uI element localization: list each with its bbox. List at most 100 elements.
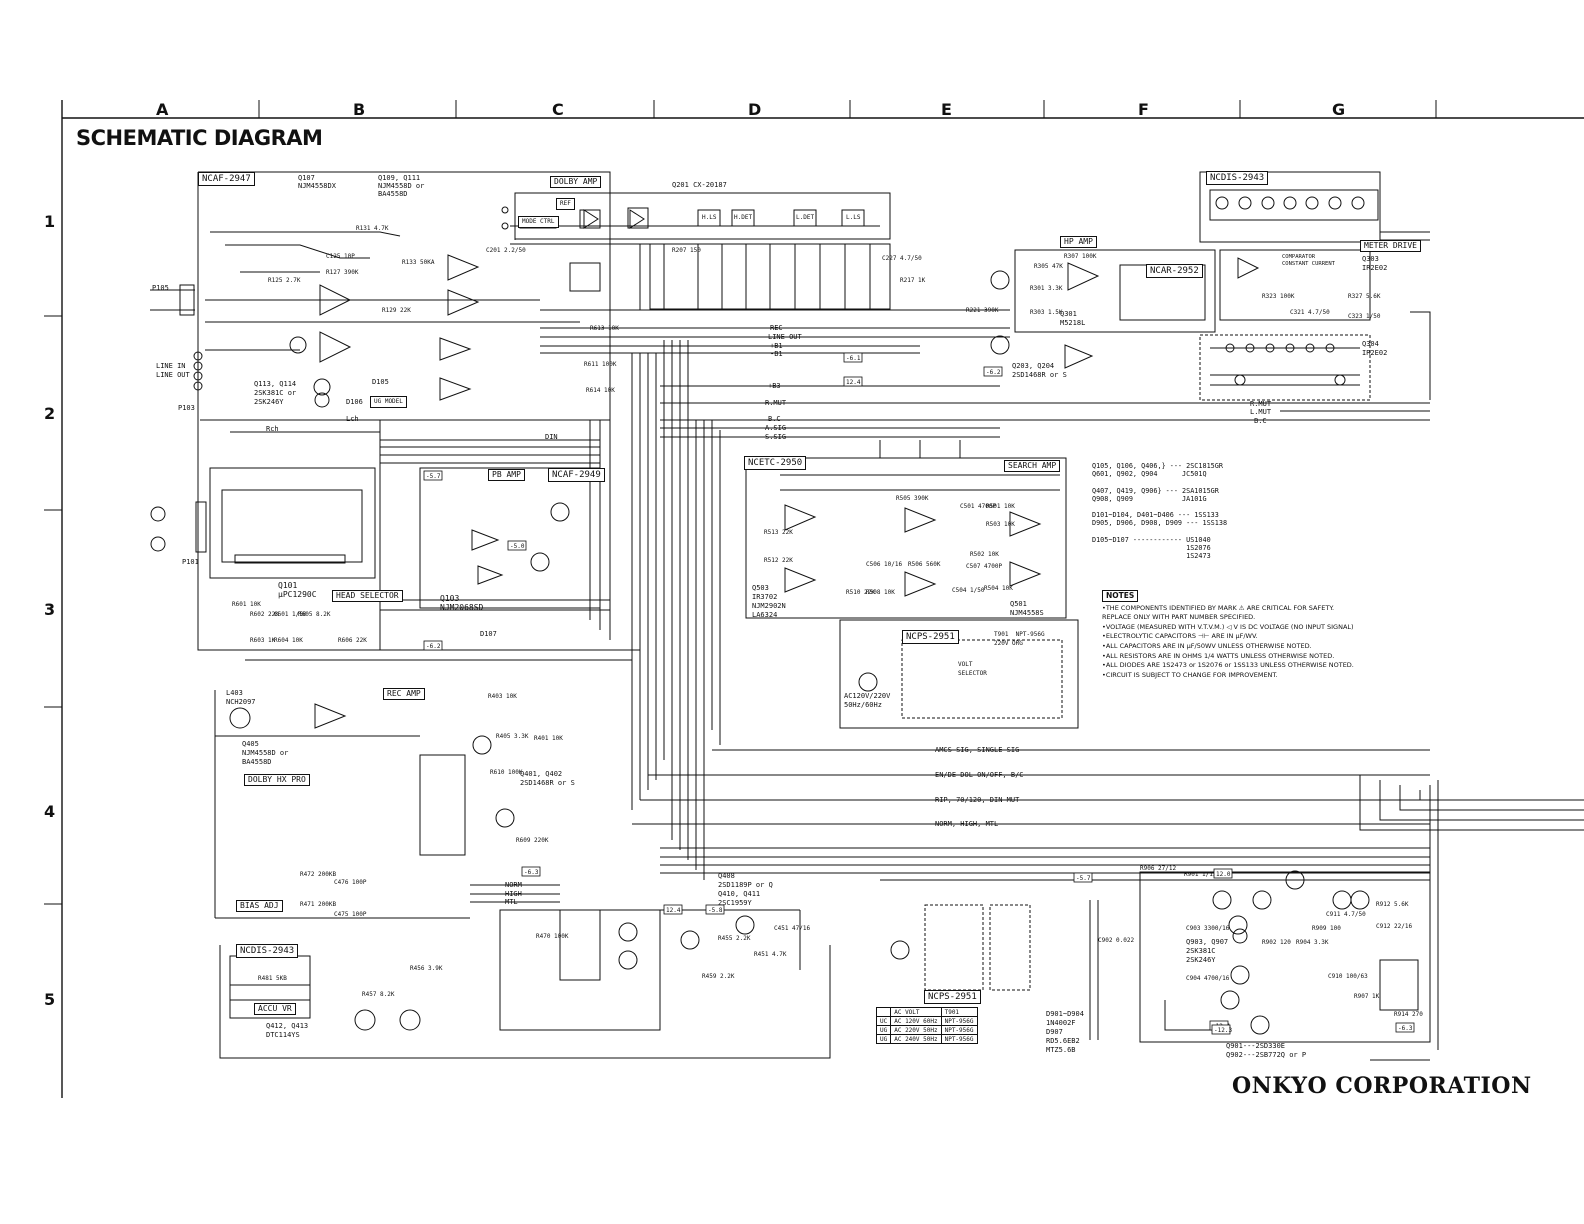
signal-enide: EN/DE DOL ON/OFF, B/C — [935, 771, 1024, 779]
ref-c911: C911 4.7/50 — [1326, 911, 1366, 918]
table-cell: AC 220V 50Hz — [890, 1025, 942, 1035]
voltage-tag: -5.0 — [507, 540, 527, 551]
voltage-tag-text: 12.4 — [666, 907, 681, 914]
block-search-amp: SEARCH AMP — [1004, 460, 1061, 472]
ref-r217: R217 1K — [900, 277, 926, 284]
page-title: SCHEMATIC DIAGRAM — [76, 126, 323, 150]
label-q401: Q401, Q402 2SD1468R or S — [520, 770, 575, 787]
notes-block: NOTES •THE COMPONENTS IDENTIFIED BY MARK… — [1102, 590, 1372, 680]
grid-row-3: 3 — [44, 600, 56, 619]
parts-list-line — [1092, 503, 1227, 511]
signal-line-out: LINE OUT — [768, 333, 803, 341]
signal-l-mut-right: L.MUT — [1250, 408, 1272, 416]
table-cell — [875, 1007, 892, 1017]
note-line: •THE COMPONENTS IDENTIFIED BY MARK ⚠ ARE… — [1102, 603, 1335, 612]
ref-c451: C451 47/16 — [774, 925, 811, 932]
block-lls: L.LS — [846, 214, 861, 221]
ref-r470: R470 100K — [536, 933, 569, 940]
block-head-selector: HEAD SELECTOR — [332, 590, 403, 602]
ref-r602: R602 22K — [250, 611, 279, 618]
voltage-tag: -12.3 — [1211, 1024, 1232, 1035]
signal-high-l: HIGH — [505, 890, 522, 898]
signal-mtl-l: MTL — [505, 898, 518, 906]
signal-b2: -B1 — [770, 350, 783, 358]
voltage-tag-text: -5.7 — [426, 473, 441, 480]
ref-r305: R305 47K — [1034, 263, 1063, 270]
ref-r501: R501 10K — [986, 503, 1015, 510]
signal-b3: +B3 — [768, 382, 781, 390]
label-q301: Q301 M5218L — [1060, 310, 1086, 327]
table-cell: T901 — [940, 1007, 978, 1017]
ref-r901: R901 1/12 — [1184, 871, 1217, 878]
ref-c903: C903 3300/16 — [1186, 925, 1230, 932]
d107-label: D107 — [480, 630, 497, 638]
voltage-tag: -5.7 — [1073, 872, 1093, 883]
ref-r909: R909 100 — [1312, 925, 1341, 932]
label-q103: Q103 NJM2068SD — [440, 594, 484, 612]
voltage-tag-text: 12.0 — [1216, 871, 1231, 878]
label-line-in-out: LINE IN LINE OUT — [156, 362, 190, 379]
ref-r502: R502 10K — [970, 551, 999, 558]
label-q903: Q903, Q907 2SK381C 2SK246Y — [1186, 938, 1229, 964]
notes-heading: NOTES — [1102, 590, 1139, 602]
p101-label: P101 — [182, 558, 199, 566]
ref-r506: R506 560K — [908, 561, 941, 568]
label-volt-selector: VOLT SELECTOR — [958, 661, 987, 677]
label-q304: Q304 IR2E02 — [1362, 340, 1388, 357]
ref-r301: R301 3.3K — [1030, 285, 1063, 292]
grid-row-5: 5 — [44, 990, 56, 1009]
table-cell: UC — [875, 1016, 892, 1026]
voltage-tag-text: -6.1 — [846, 355, 861, 362]
ref-r403: R403 10K — [488, 693, 517, 700]
label-q203: Q203, Q204 2SD1468R or S — [1012, 362, 1067, 379]
table-cell: AC VOLT — [890, 1007, 942, 1017]
ref-r401: R401 10K — [534, 735, 563, 742]
grid-col-e: E — [941, 100, 952, 119]
note-line: •ALL RESISTORS ARE IN OHMS 1/4 WATTS UNL… — [1102, 651, 1335, 660]
voltage-tag-text: -5.7 — [1076, 875, 1091, 882]
label-q303: Q303 IR2E02 — [1362, 255, 1388, 272]
ref-r471: R471 200KB — [300, 901, 337, 908]
ref-r481: R481 5KB — [258, 975, 287, 982]
note-line: •VOLTAGE (MEASURED WITH V.T.V.M.) ◁ V IS… — [1102, 622, 1354, 631]
block-pb-amp: PB AMP — [488, 469, 525, 481]
ref-c125: C125 10P — [326, 253, 355, 260]
voltage-tags: -5.7-5.0-6.2-6.112.4-6.2-6.312.4-5.8-5.7… — [423, 352, 1415, 1035]
signal-norm: NORM, HIGH, MTL — [935, 820, 998, 828]
label-q901: Q901---2SD330E Q902---2SB772Q or P — [1226, 1042, 1307, 1059]
voltage-tag: -6.1 — [843, 352, 863, 363]
parts-list-line — [1092, 478, 1227, 486]
ref-c476: C476 100P — [334, 879, 367, 886]
signal-amcs: AMCS SIG, SINGLE SIG — [935, 746, 1019, 754]
block-ref: REF — [556, 198, 575, 210]
ref-c475: C475 100P — [334, 911, 367, 918]
ref-r609: R609 220K — [516, 837, 549, 844]
ref-r303: R303 1.5K — [1030, 309, 1063, 316]
block-dolby-amp: DOLBY AMP — [550, 176, 602, 188]
parts-list-line: D905, D906, D908, D909 --- 1SS138 — [1092, 519, 1228, 528]
voltage-tag-text: -5.8 — [708, 907, 723, 914]
ref-r472: R472 200KB — [300, 871, 337, 878]
signal-asig: A.SIG — [765, 424, 786, 432]
p103-label: P103 — [178, 404, 195, 412]
d106-label: D106 — [346, 398, 363, 406]
block-comparator: COMPARATOR CONSTANT CURRENT — [1282, 254, 1335, 267]
p105-label: P105 — [152, 284, 169, 292]
ref-r221: R221 390K — [966, 307, 999, 314]
label-q412: Q412, Q413 DTC114YS — [266, 1022, 309, 1039]
parts-list-line: Q407, Q419, Q906} --- 2SA1015GR — [1092, 486, 1219, 495]
block-ldet: L.DET — [796, 214, 815, 221]
grid-col-d: D — [748, 100, 762, 119]
voltage-tag: -6.2 — [983, 366, 1003, 377]
ref-c904: C904 4700/16 — [1186, 975, 1230, 982]
block-bias-adj: BIAS ADJ — [236, 900, 283, 912]
label-q503: Q503 IR3702 NJM2902N LA6324 — [752, 584, 786, 619]
note-line: •ALL CAPACITORS ARE IN μF/50WV UNLESS OT… — [1102, 641, 1312, 650]
ref-c323: C323 1/50 — [1348, 313, 1381, 320]
ref-c227: C227 4.7/50 — [882, 255, 922, 262]
